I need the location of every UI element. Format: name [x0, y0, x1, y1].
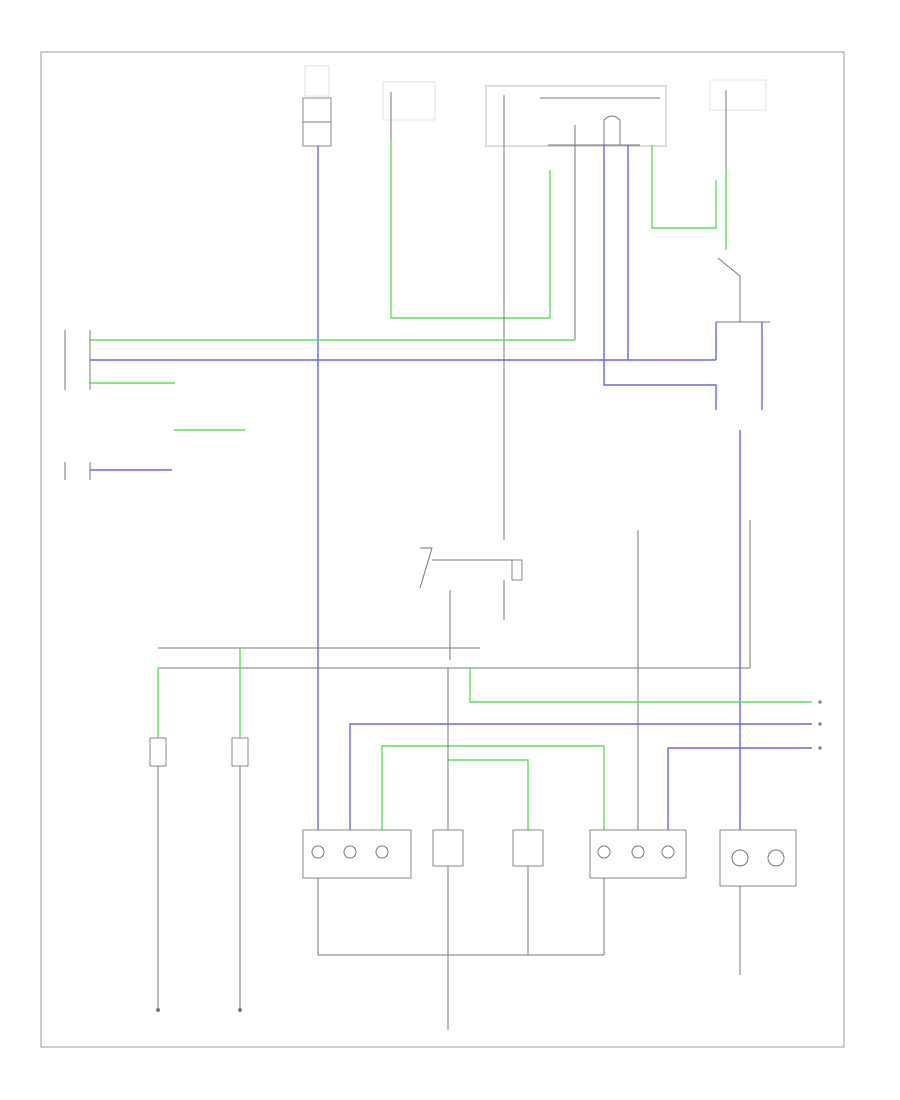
lamp-left-1: [149, 668, 167, 1012]
main-bus: [158, 647, 750, 669]
fuse-block-center: [382, 81, 436, 140]
lamp-center-1: [432, 829, 464, 1030]
fuse-block-right: [709, 79, 767, 170]
rear-combination-lamp-left: [302, 829, 412, 955]
switch-center: [419, 547, 523, 660]
wire-right-trunk: [637, 430, 751, 830]
rear-combination-lamp-right: [589, 829, 687, 955]
switch-left-group: [64, 330, 716, 480]
relay-box-top: [485, 85, 667, 147]
terminals-right: [818, 700, 822, 750]
wire-green-right: [349, 668, 812, 830]
lamp-center-2: [512, 829, 544, 955]
diagram-frame: [40, 51, 845, 1048]
wire-relay-outputs: [503, 95, 717, 540]
license-lamp: [719, 829, 797, 975]
wire-green-upper: [390, 140, 551, 319]
lamp-left-2: [231, 648, 249, 1012]
fuse-block-left: [302, 65, 332, 147]
switch-right: [715, 170, 770, 410]
